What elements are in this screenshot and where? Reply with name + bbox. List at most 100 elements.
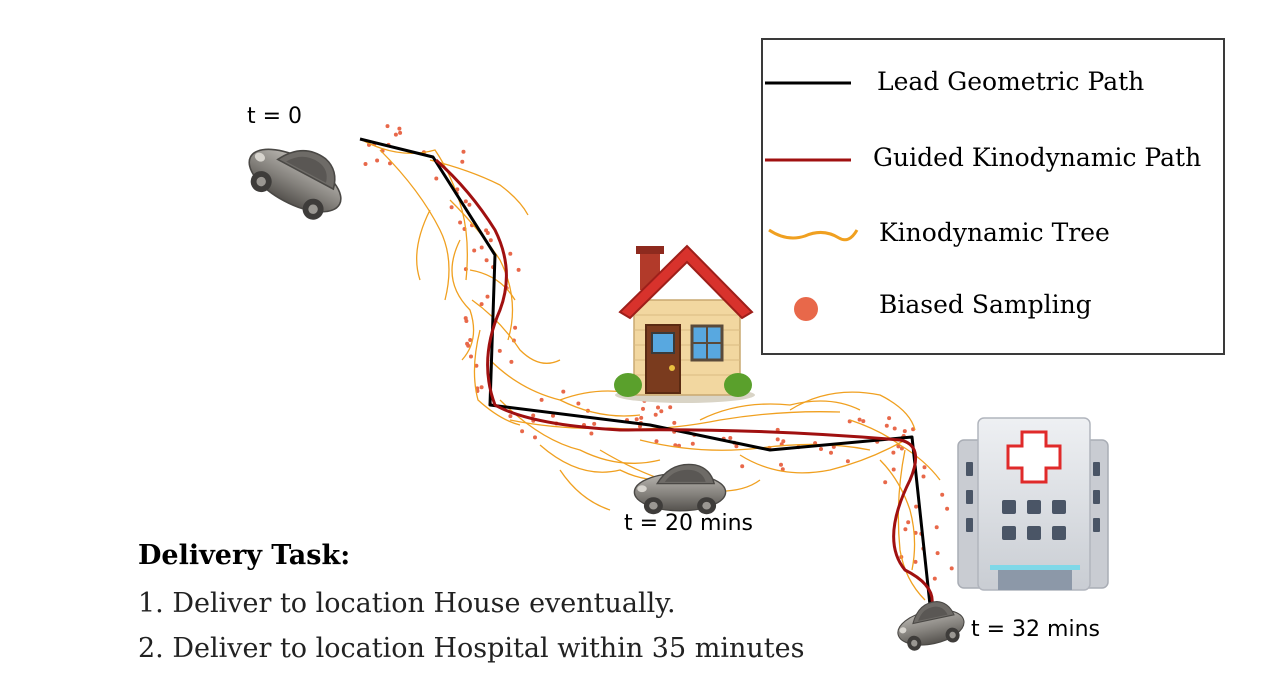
- sample-dot: [940, 492, 945, 497]
- sample-dot: [464, 319, 469, 323]
- sample-dot: [638, 424, 642, 429]
- sample-dot: [509, 359, 514, 364]
- sample-dot: [654, 439, 659, 444]
- legend-line-lead: [765, 81, 851, 85]
- sample-dot: [561, 389, 566, 394]
- sample-dot: [819, 447, 823, 451]
- task-title: Delivery Task:: [138, 540, 351, 571]
- sample-dot: [520, 429, 525, 434]
- sample-dot: [385, 124, 390, 129]
- sample-dot: [474, 363, 479, 368]
- task-item-1: 1. Deliver to location House eventually.: [138, 588, 676, 619]
- tree-branch: [559, 469, 611, 511]
- sample-dot: [892, 426, 897, 431]
- tree-branch: [739, 439, 906, 474]
- sample-dot: [913, 559, 918, 564]
- sample-dot: [896, 444, 901, 449]
- tree-branch: [429, 159, 529, 216]
- sample-dot: [656, 405, 660, 410]
- tree-branch: [699, 400, 861, 421]
- hospital-icon: [957, 417, 1109, 591]
- sample-dot: [949, 566, 954, 571]
- sample-dot: [488, 238, 493, 243]
- sample-dot: [479, 245, 484, 250]
- legend-label-lead: Lead Geometric Path: [877, 67, 1145, 96]
- sample-dot: [375, 158, 380, 163]
- sample-dot: [363, 162, 368, 166]
- sample-dot: [398, 130, 403, 135]
- sample-dot: [934, 525, 939, 530]
- car-icon: [892, 595, 969, 655]
- sample-dot: [781, 439, 786, 444]
- legend-line-guided: [765, 158, 851, 162]
- sample-dot: [551, 413, 555, 418]
- sample-dot: [479, 385, 484, 390]
- time-label-mid: t = 20 mins: [624, 511, 753, 536]
- sample-dot: [485, 231, 490, 235]
- sample-dot: [458, 220, 463, 225]
- tree-branch: [897, 449, 926, 601]
- sample-dot: [779, 462, 783, 467]
- sample-dot: [533, 435, 537, 440]
- time-label-start: t = 0: [247, 104, 303, 129]
- sample-dot: [668, 405, 673, 410]
- sample-dot: [497, 348, 502, 353]
- sample-dot: [479, 302, 484, 307]
- sample-dot: [903, 527, 908, 532]
- sample-dot: [922, 465, 927, 470]
- sample-dot: [485, 294, 490, 299]
- sample-dot: [653, 412, 658, 417]
- sample-dot: [589, 431, 594, 436]
- sample-dot: [465, 341, 470, 346]
- sample-dot: [641, 406, 645, 411]
- sample-dot: [728, 436, 733, 440]
- legend-label-tree: Kinodynamic Tree: [879, 218, 1110, 247]
- sample-dot: [945, 506, 950, 511]
- sample-dot: [884, 423, 889, 428]
- sample-dot: [740, 464, 745, 469]
- sample-dot: [829, 450, 833, 455]
- sample-dot: [576, 401, 581, 406]
- tree-branch: [473, 329, 521, 426]
- legend-sampling-dot-icon: [794, 297, 818, 321]
- sample-dot: [902, 429, 907, 434]
- sample-dot: [734, 444, 739, 449]
- sample-dot: [455, 187, 460, 192]
- sample-dot: [690, 441, 695, 446]
- tree-branch: [879, 459, 916, 571]
- sample-dot: [672, 420, 677, 425]
- sample-dot: [463, 199, 468, 204]
- legend-box: Lead Geometric Path Guided Kinodynamic P…: [761, 38, 1225, 355]
- tree-branch: [449, 199, 514, 341]
- guided-kinodynamic-path: [435, 158, 934, 606]
- tree-branch: [789, 391, 916, 431]
- sample-dot: [461, 149, 466, 154]
- sample-dot: [539, 397, 544, 402]
- car-icon: [236, 125, 357, 230]
- tree-branch: [361, 139, 468, 281]
- tree-branch: [416, 209, 431, 281]
- tree-branch: [451, 239, 475, 361]
- tree-branch: [379, 149, 450, 301]
- tree-branch: [469, 269, 516, 301]
- sample-dot: [508, 414, 513, 419]
- sample-dot: [891, 450, 896, 455]
- sample-dot: [469, 354, 473, 359]
- sample-dot: [906, 520, 911, 525]
- sample-dot: [513, 325, 518, 330]
- sample-dot: [468, 338, 473, 342]
- house-icon: [614, 244, 755, 403]
- sample-dot: [508, 251, 513, 256]
- sample-dot: [887, 416, 892, 421]
- sample-dot: [484, 258, 489, 263]
- sample-dot: [775, 437, 780, 442]
- sample-dot: [592, 421, 597, 426]
- time-label-end: t = 32 mins: [971, 617, 1100, 642]
- legend-label-guided: Guided Kinodynamic Path: [873, 143, 1202, 172]
- sample-dot: [935, 551, 940, 556]
- sample-dot: [531, 413, 536, 418]
- sample-dot: [449, 205, 454, 210]
- sample-dot: [861, 419, 866, 424]
- sample-dot: [914, 504, 919, 509]
- sample-dot: [460, 159, 465, 164]
